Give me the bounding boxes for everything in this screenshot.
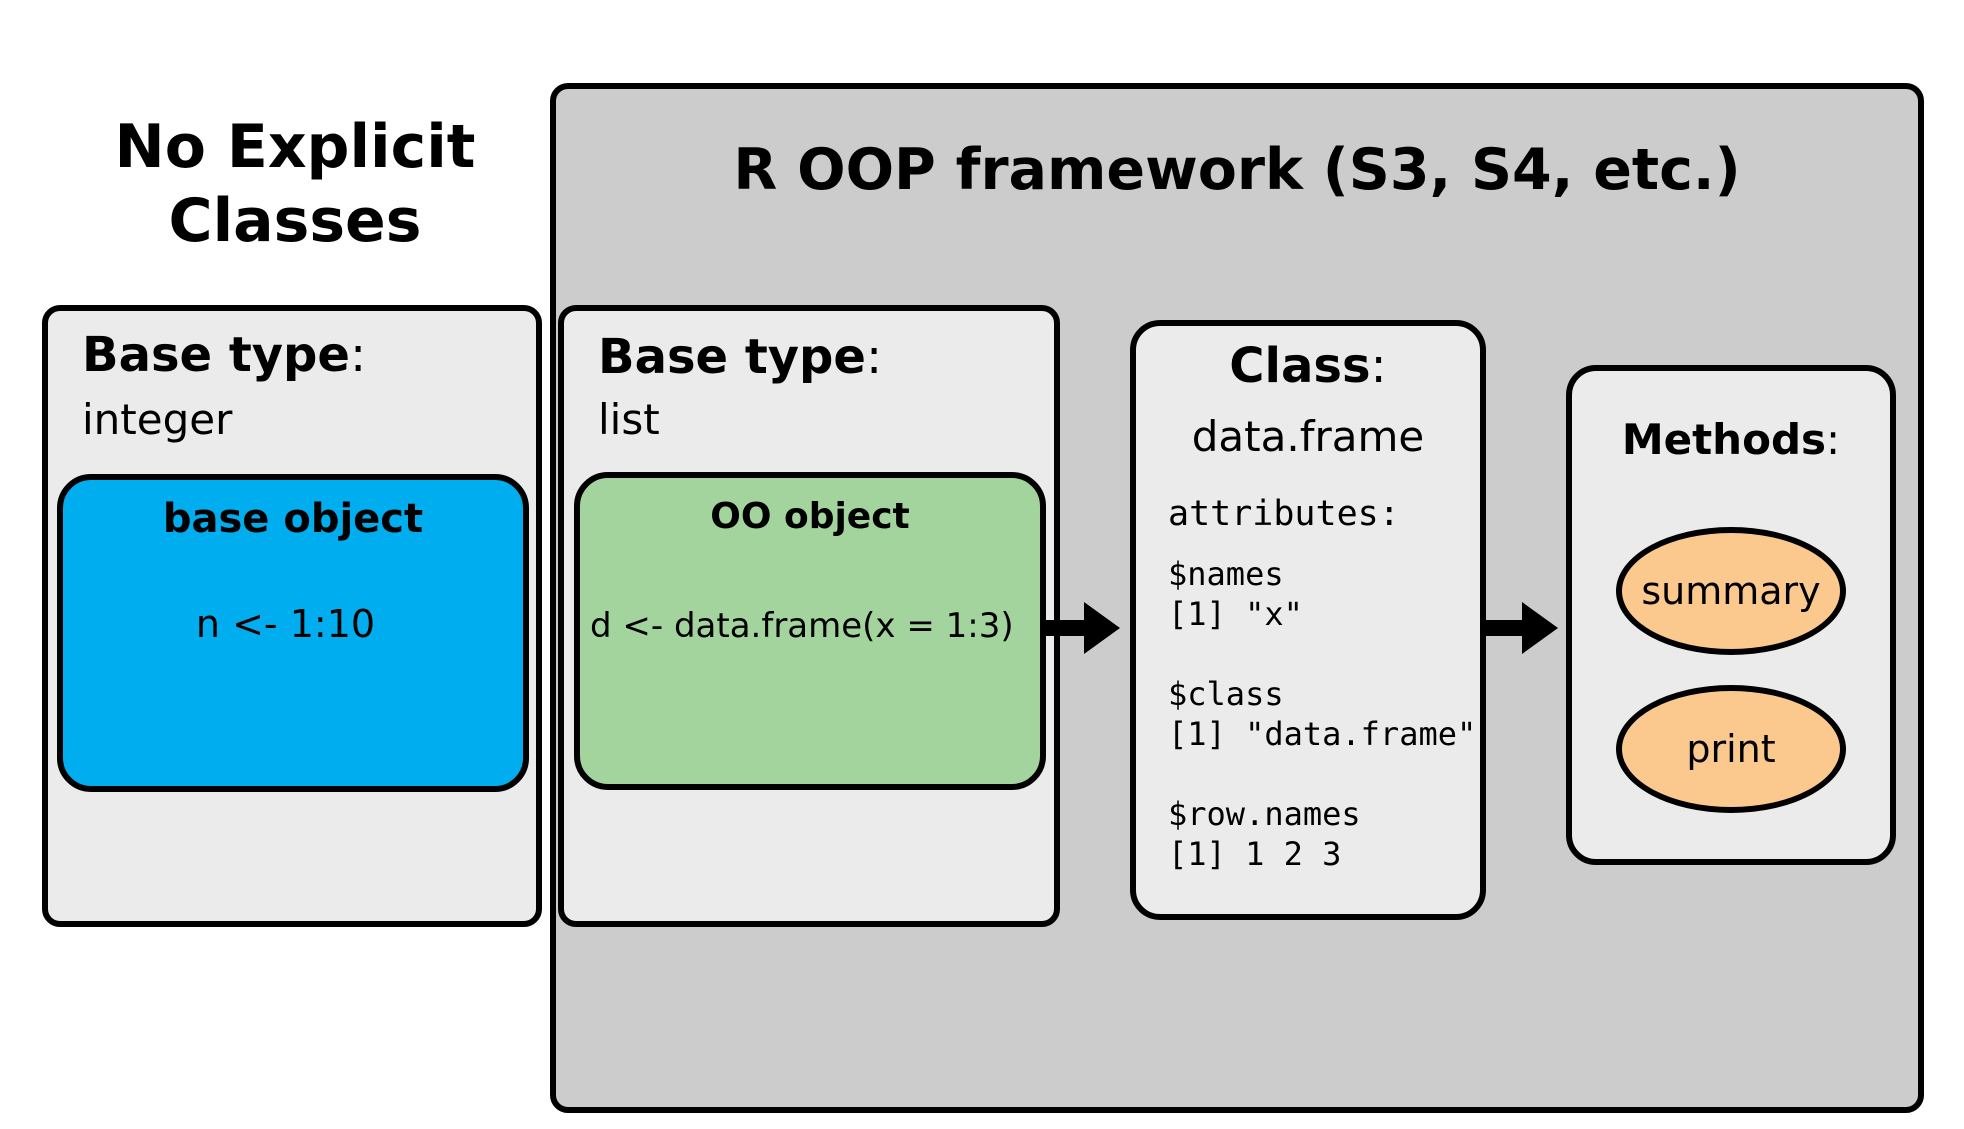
attribute-row-names: $row.names [1] 1 2 3 (1168, 794, 1361, 874)
oo-object-box: OO object d <- data.frame(x = 1:3) (574, 472, 1046, 790)
no-explicit-classes-title: No Explicit Classes (114, 112, 476, 256)
attribute-names: $names [1] "x" (1168, 554, 1303, 634)
attribute-value: [1] "data.frame" (1168, 715, 1477, 753)
attribute-name: $class (1168, 675, 1284, 713)
attribute-name: $row.names (1168, 795, 1361, 833)
methods-label: Methods (1621, 415, 1827, 464)
method-summary: summary (1616, 527, 1846, 655)
attribute-value: [1] 1 2 3 (1168, 835, 1342, 873)
class-panel: Class: data.frame attributes: $names [1]… (1130, 320, 1486, 920)
base-object-box: base object n <- 1:10 (57, 474, 529, 792)
methods-heading: Methods: (1572, 415, 1890, 464)
class-value: data.frame (1191, 412, 1425, 461)
attribute-name: $names (1168, 555, 1284, 593)
base-object-code: n <- 1:10 (195, 602, 376, 646)
framework-base-type-heading: Base type: (598, 329, 882, 385)
attribute-class: $class [1] "data.frame" (1168, 674, 1476, 754)
method-print: print (1616, 685, 1846, 813)
class-label: Class (1229, 338, 1371, 394)
attributes-header: attributes: (1168, 494, 1400, 534)
arrow-to-class (1044, 602, 1120, 654)
attribute-value: [1] "x" (1168, 595, 1303, 633)
class-heading: Class: (1136, 338, 1480, 394)
left-base-type-heading: Base type: (82, 327, 366, 383)
left-base-type-label: Base type (82, 327, 350, 383)
framework-base-type-colon: : (865, 329, 883, 385)
left-base-type-colon: : (349, 327, 367, 383)
left-base-type-value: integer (82, 395, 233, 444)
framework-base-type-label: Base type (598, 329, 866, 385)
oo-object-code: d <- data.frame(x = 1:3) (590, 606, 1014, 646)
class-colon: : (1370, 338, 1387, 394)
arrow-to-methods (1482, 602, 1558, 654)
oop-framework-title: R OOP framework (S3, S4, etc.) (733, 137, 1741, 203)
framework-base-type-value: list (598, 395, 660, 444)
methods-colon: : (1826, 415, 1841, 464)
oo-object-title: OO object (710, 496, 910, 537)
base-object-title: base object (162, 496, 424, 542)
